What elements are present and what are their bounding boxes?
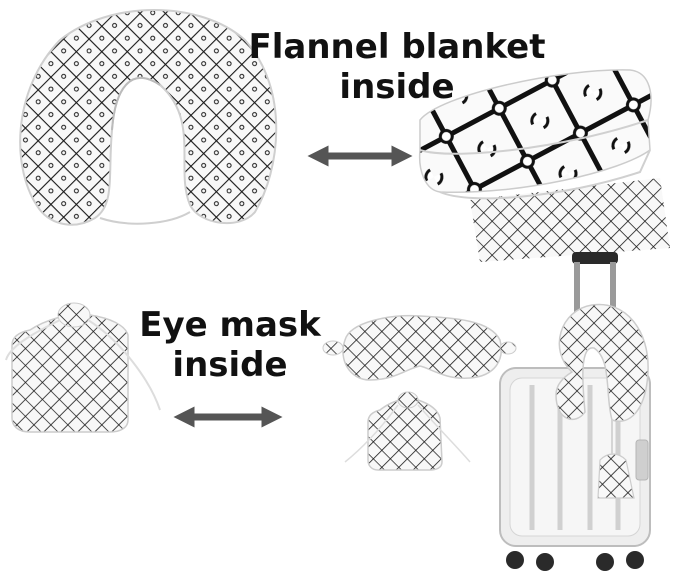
caption-line: inside: [172, 345, 288, 385]
caption-line: inside: [339, 67, 455, 107]
eye-mask: [322, 314, 517, 381]
travel-pillow: [19, 9, 278, 226]
drawstring-bag: [5, 302, 161, 433]
eye-mask-caption: Eye mask inside: [120, 308, 340, 382]
small-drawstring-bag: [344, 391, 471, 471]
caption-line: Eye mask: [139, 305, 321, 345]
suitcase: [499, 252, 651, 571]
flannel-blanket-caption: Flannel blanket inside: [232, 30, 562, 104]
caption-line: Flannel blanket: [248, 27, 546, 67]
flannel-blanket: [418, 69, 670, 262]
